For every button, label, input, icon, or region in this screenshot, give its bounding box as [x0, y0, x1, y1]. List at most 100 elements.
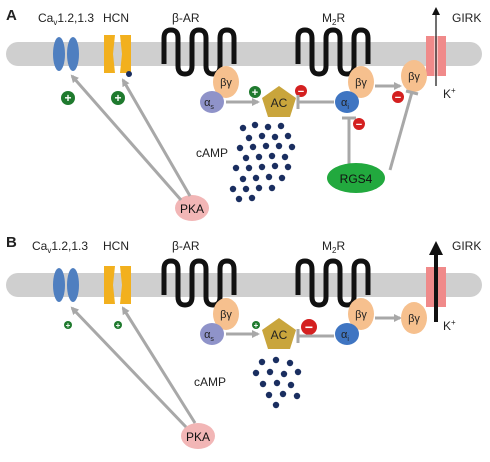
panel-a-m2r-label: M2R [322, 11, 345, 27]
camp-dot [255, 153, 263, 161]
panel-a-alpha-i [335, 91, 359, 113]
camp-dot [252, 174, 260, 182]
panel-b-betagamma-m2r-label: βγ [355, 309, 367, 321]
panel-a-pka-to-cav-arrow [70, 74, 183, 201]
panel-b-alpha-s-label: αs [204, 329, 214, 343]
panel-a-rgs-alpha-i-minus-sign: − [356, 119, 362, 131]
panel-a: A Cav1.2,1.3 HCN β-AR M2R GIRK K+ βγ αs [6, 7, 482, 221]
panel-a-cav-channel-left [53, 37, 65, 71]
panel-a-hcn-plus-sign: + [114, 91, 121, 105]
panel-a-bar-label: β-AR [172, 11, 200, 25]
panel-b-cav-plus-badge [64, 321, 72, 329]
panel-b-pka-to-hcn-arrow [121, 306, 197, 424]
panel-a-k-label: K+ [443, 86, 456, 101]
camp-dot [245, 164, 253, 172]
camp-dot [272, 356, 280, 364]
panel-b-k-label: K+ [443, 318, 456, 333]
camp-dot [258, 358, 266, 366]
panel-b-camp-label: cAMP [194, 375, 226, 389]
panel-b-ac-label: AC [271, 328, 288, 342]
panel-a-hcn-channel-right [120, 35, 131, 73]
panel-a-girk-label: GIRK [452, 11, 481, 25]
panel-a-cav-plus-sign: + [64, 91, 71, 105]
panel-a-hcn-channel-left [104, 35, 115, 73]
camp-dot [259, 380, 267, 388]
panel-b-hcn-channel-right [120, 266, 131, 304]
camp-dot [284, 163, 292, 171]
camp-dot [235, 195, 243, 203]
panel-b-camp-dots [252, 356, 302, 409]
panel-b-hcn-plus-sign: + [116, 321, 121, 330]
camp-dot [277, 122, 285, 130]
camp-dot [275, 142, 283, 150]
panel-b-betagamma-free [401, 302, 427, 334]
panel-b-betagamma-m2r [348, 298, 374, 330]
panel-a-alpha-s-plus-badge [249, 86, 261, 98]
camp-dot [258, 132, 266, 140]
camp-dot [249, 143, 257, 151]
camp-dot [245, 134, 253, 142]
panel-a-rgs-to-betagamma-bar [405, 89, 419, 96]
panel-a-ac-label: AC [271, 96, 288, 110]
panel-b-m2r-label: M2R [322, 239, 345, 255]
camp-dot [288, 143, 296, 151]
camp-dot [248, 194, 256, 202]
panel-a-rgs4 [327, 163, 385, 193]
panel-b-betagamma-bar-label: βγ [220, 309, 232, 321]
panel-a-betagamma-m2r [348, 66, 374, 98]
panel-a-letter: A [6, 7, 17, 24]
panel-a-alpha-s-label: αs [204, 97, 214, 111]
panel-b-alpha-i [335, 323, 359, 345]
panel-b-alpha-s-plus-sign: + [254, 321, 259, 330]
panel-b-m2r-receptor [295, 258, 371, 308]
panel-a-betagamma-bar [213, 66, 239, 98]
camp-dot [279, 390, 287, 398]
camp-dot [273, 379, 281, 387]
panel-b-alpha-s-plus-badge [252, 321, 260, 329]
panel-b-bar-label: β-AR [172, 239, 200, 253]
camp-dot [264, 123, 272, 131]
panel-b-hcn-plus-badge [114, 321, 122, 329]
panel-b-pka-to-cav-arrow [70, 306, 188, 429]
panel-b-alpha-i-minus-badge [301, 319, 317, 335]
camp-dot [268, 184, 276, 192]
panel-b-cav-plus-sign: + [66, 321, 71, 330]
camp-dot [294, 368, 302, 376]
panel-a-rgs-alpha-i-minus-badge [353, 118, 365, 130]
panel-b-hcn-channel-left [104, 266, 115, 304]
panel-a-rgs4-label: RGS4 [340, 172, 373, 186]
camp-dot [286, 359, 294, 367]
camp-dot [242, 185, 250, 193]
panel-a-cav-label: Cav1.2,1.3 [38, 11, 94, 27]
panel-a-camp-label: cAMP [196, 146, 228, 160]
panel-b-pka-label: PKA [186, 430, 210, 444]
camp-dot [239, 124, 247, 132]
panel-a-adenylyl-cyclase [262, 86, 296, 117]
panel-b-alpha-i-minus-sign: − [305, 319, 313, 335]
camp-dot [287, 381, 295, 389]
panel-a-alpha-i-minus-badge [295, 85, 307, 97]
panel-b-alpha-i-label: αi [341, 329, 349, 343]
panel-b-letter: B [6, 234, 17, 251]
camp-dot [293, 392, 301, 400]
panel-a-betagamma-free [401, 60, 427, 92]
panel-a-hcn-camp-dot [126, 71, 132, 77]
camp-dot [281, 153, 289, 161]
camp-dot [232, 164, 240, 172]
panel-a-hcn-plus-badge [111, 91, 125, 105]
panel-b-hcn-label: HCN [103, 239, 129, 253]
camp-dot [268, 152, 276, 160]
panel-b-betagamma-free-label: βγ [408, 313, 420, 325]
panel-a-rgs-betagamma-minus-badge [392, 91, 404, 103]
camp-dot [258, 163, 266, 171]
panel-b-pka [181, 423, 215, 449]
panel-a-alpha-s [200, 91, 224, 113]
camp-dot [255, 184, 263, 192]
camp-dot [272, 401, 280, 409]
panel-a-alpha-s-plus-sign: + [252, 87, 258, 99]
panel-a-camp-dots [229, 121, 296, 203]
panel-a-betagamma-bar-label: βγ [220, 77, 232, 89]
panel-a-pka-to-hcn-arrow [121, 78, 192, 197]
panel-b-cav-channel-left [53, 268, 65, 302]
